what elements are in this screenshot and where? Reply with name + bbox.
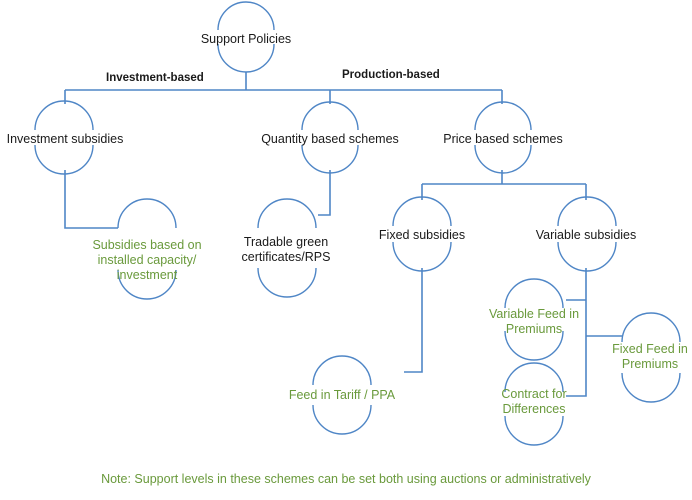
connector-price [421,170,587,200]
arc-tradable-green [257,198,317,298]
arc-contract-for-differences [504,362,564,446]
node-fixed-feed-in-premiums: Fixed Feed in Premiums [612,342,688,371]
connector-root [64,72,503,104]
connector-fixed [404,268,423,373]
node-support-policies: Support Policies [200,32,292,46]
node-contract-for-differences: Contract for Differences [501,387,567,416]
node-price-based-schemes: Price based schemes [443,132,563,146]
node-fixed-subsidies: Fixed subsidies [378,228,466,242]
connector-quantity [318,170,331,216]
connector-variable [566,268,622,397]
arc-price-based [474,101,532,174]
arc-feed-in-tariff [312,355,372,435]
arc-subsidies-installed [117,198,177,300]
arc-fixed-subsidies [392,196,452,272]
arc-variable-feed-in [504,278,564,361]
node-feed-in-tariff-ppa: Feed in Tariff / PPA [288,388,396,402]
edge-label-production-based: Production-based [342,69,440,81]
node-variable-subsidies: Variable subsidies [535,228,637,242]
arc-investment-subsidies [34,100,94,175]
footer-note: Note: Support levels in these schemes ca… [101,472,591,486]
connector-investment [64,170,118,229]
node-quantity-based-schemes: Quantity based schemes [261,132,399,146]
arc-quantity-based [301,101,359,174]
node-investment-subsidies: Investment subsidies [6,132,124,146]
edge-label-investment-based: Investment-based [106,72,204,84]
node-tradable-green-certificates: Tradable green certificates/RPS [241,235,331,264]
node-variable-feed-in-premiums: Variable Feed in Premiums [488,307,580,336]
arc-fixed-feed-in [621,312,681,403]
arc-variable-subsidies [557,196,617,272]
arc-support-policies [217,1,275,73]
node-subsidies-installed-capacity: Subsidies based on installed capacity/ i… [92,238,202,282]
